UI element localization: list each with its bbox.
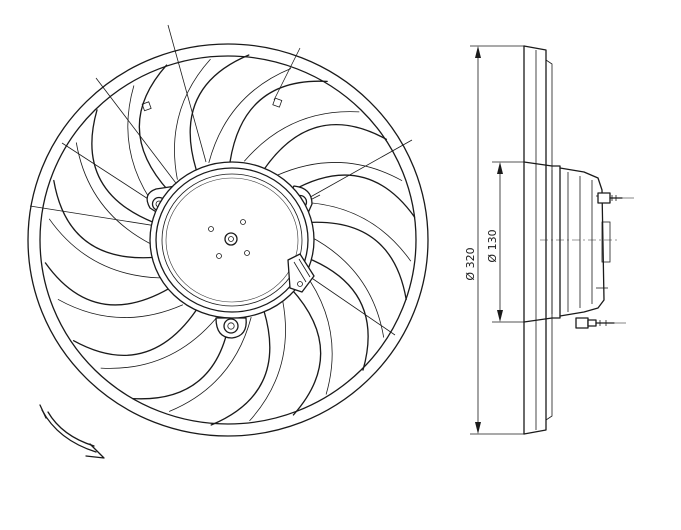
fan-blade (72, 309, 197, 356)
motor-hub (146, 161, 315, 339)
fan-blade (53, 179, 155, 259)
fan-blade (132, 317, 231, 400)
outer-ring (27, 43, 429, 437)
fan-blade-edge (168, 316, 252, 412)
fan-blade (263, 124, 388, 171)
fan-blade-edge (57, 298, 184, 318)
hub-diameter-label: Ø 130 (486, 229, 499, 262)
fan-blade-edge (243, 111, 360, 162)
fan-blade-edge (309, 236, 385, 338)
fan-blade-edge (174, 58, 211, 180)
inner-ring (39, 55, 417, 425)
fan-blade (305, 221, 407, 301)
outer-diameter-label: Ø 320 (464, 247, 477, 280)
fan-blade-edge (249, 300, 286, 422)
dimension-outer-diameter: Ø 320 (464, 45, 524, 435)
fan-blade-edge (75, 142, 151, 244)
fan-blade-edge (276, 162, 403, 182)
fan-blade (305, 256, 369, 371)
dimension-hub-diameter: Ø 130 (486, 161, 524, 323)
mounting-bolt-top (597, 192, 634, 204)
fan-blade (44, 262, 170, 306)
fan-blade (91, 109, 155, 224)
fan-blade (290, 287, 322, 416)
hub-center (224, 232, 238, 246)
mounting-bolt-bottom (575, 317, 626, 329)
fan-blade-edge (208, 68, 292, 164)
fan-blade-edge (300, 201, 412, 262)
fan-blade-edge (100, 318, 217, 369)
fan-blade (229, 80, 328, 163)
fan-blade (290, 174, 416, 218)
fan-side-view: Ø 320 Ø 130 (464, 45, 634, 435)
fan-blade (189, 54, 250, 171)
fan-front-view (27, 24, 429, 459)
fan-blade-edge (303, 271, 333, 395)
connector-plug (287, 253, 315, 293)
rotation-direction-arrow (39, 404, 105, 459)
fan-blade (210, 309, 271, 426)
fan-blade (138, 64, 170, 193)
fan-blades (44, 54, 416, 426)
fan-blade-edge (48, 218, 160, 279)
